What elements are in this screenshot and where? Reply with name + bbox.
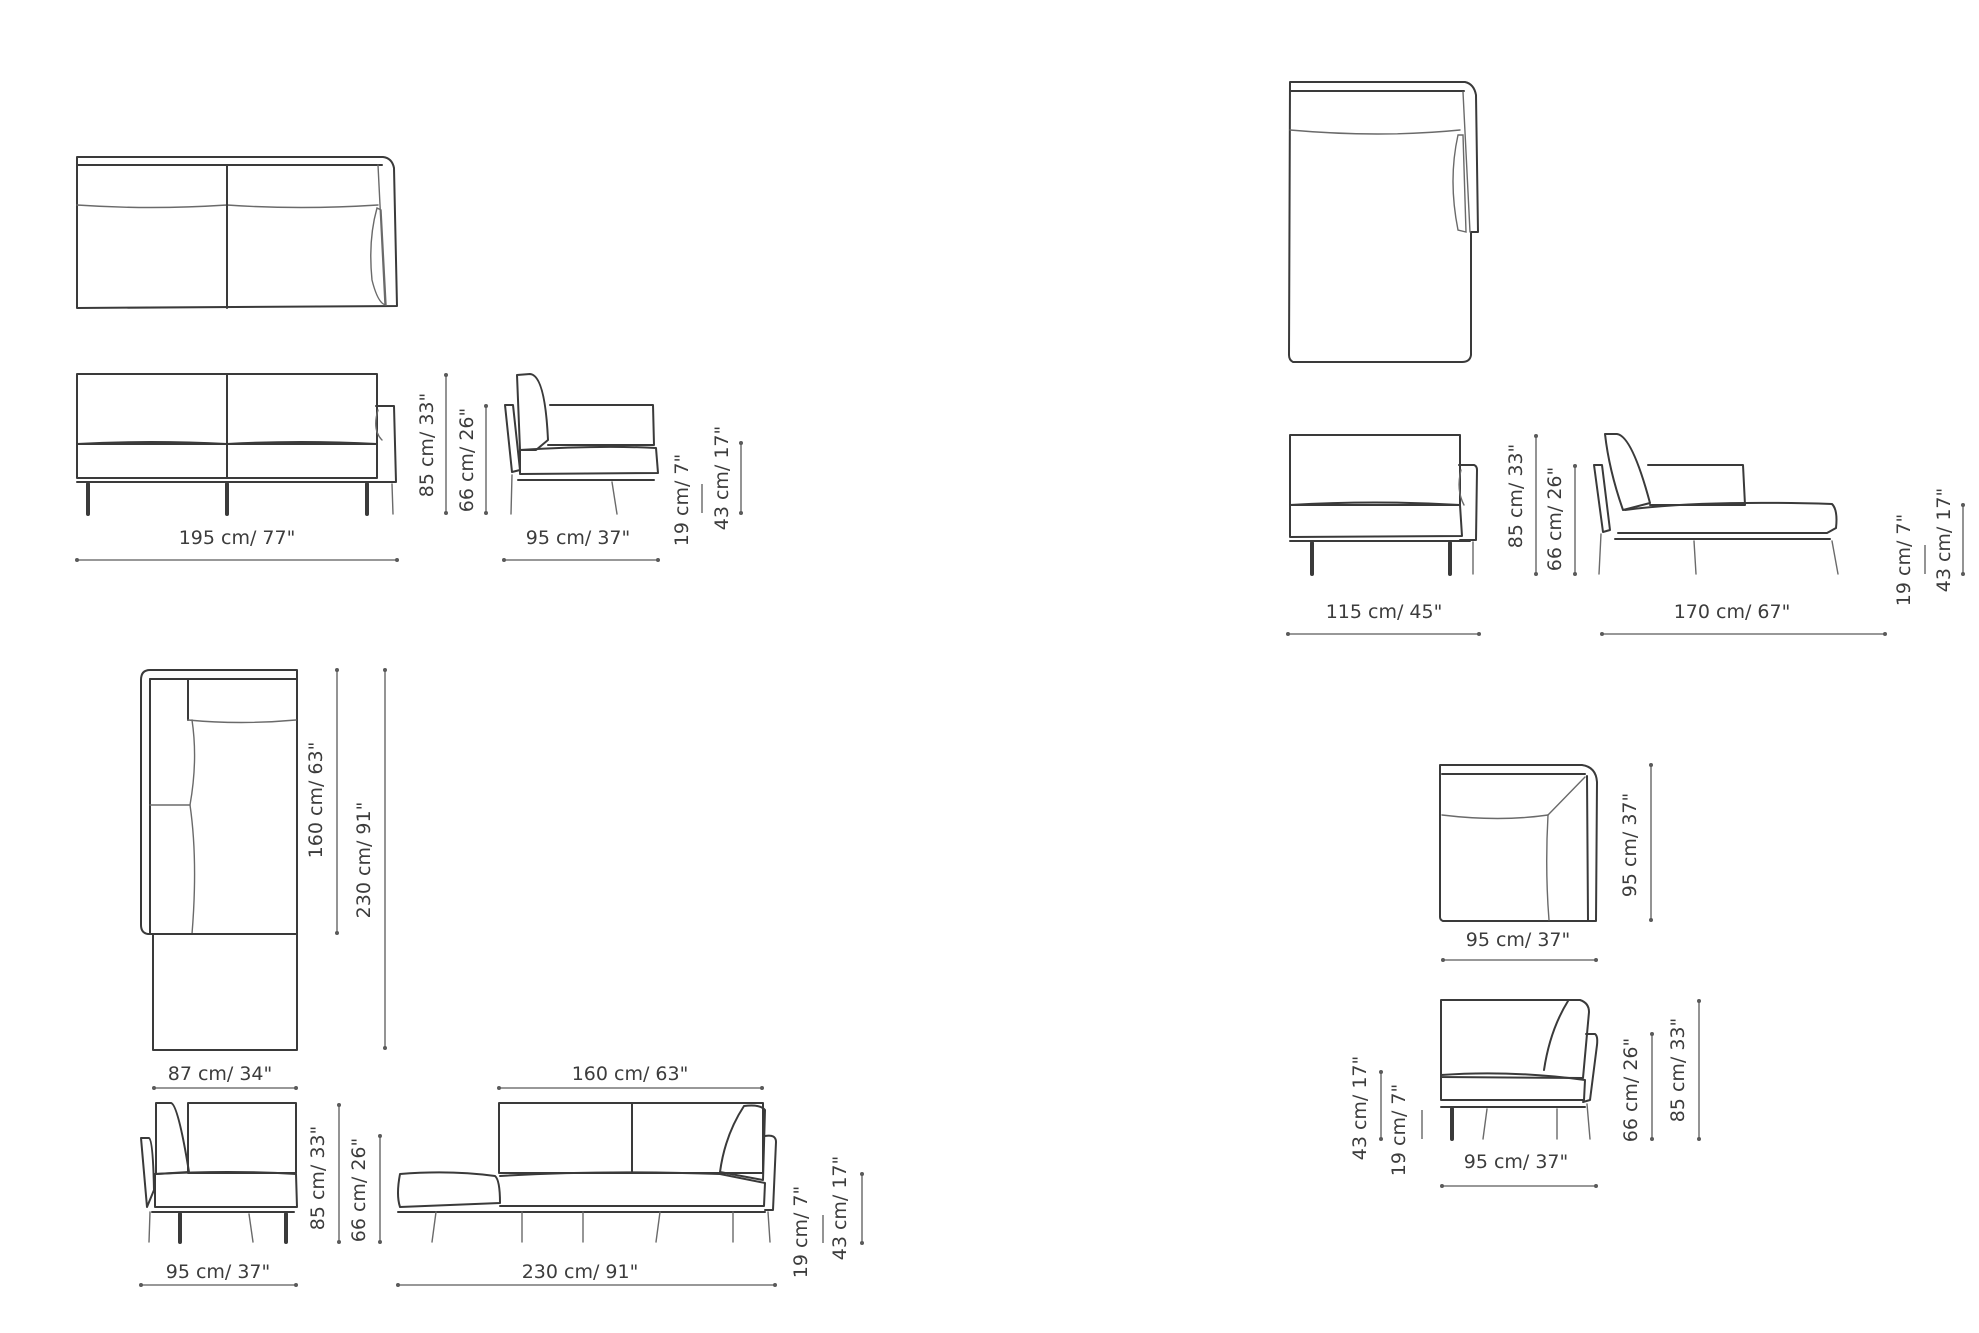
- dim-top-back-length-label: 160 cm/ 63": [305, 742, 327, 859]
- open-end-dimensions: 160 cm/ 63" 230 cm/ 91" 87 cm/ 34" 95 cm…: [139, 668, 864, 1287]
- open-end-top-view: [140, 669, 298, 1051]
- dim-width-label: 195 cm/ 77": [179, 527, 296, 549]
- dim-height-arm-label: 66 cm/ 26": [1544, 467, 1566, 572]
- dim-front-back-width-label: 160 cm/ 63": [572, 1063, 689, 1085]
- module-sofa-2-seat: 195 cm/ 77" 85 cm/ 33" 66 cm/ 26" 95 cm/…: [75, 156, 743, 562]
- dim-depth-label: 170 cm/ 67": [1674, 601, 1791, 623]
- open-end-front-view: [397, 1102, 777, 1243]
- dim-seat-height-label: 43 cm/ 17": [829, 1156, 851, 1261]
- dim-seat-height-label: 43 cm/ 17": [711, 426, 733, 531]
- module-chaise-longue: 115 cm/ 45" 85 cm/ 33" 66 cm/ 26" 170 cm…: [1286, 81, 1965, 636]
- chaise-front-view: [1289, 434, 1478, 576]
- dim-height-total-label: 85 cm/ 33": [416, 393, 438, 498]
- dim-seat-height-label: 43 cm/ 17": [1349, 1056, 1371, 1161]
- chaise-side-view: [1593, 433, 1839, 575]
- dim-front-total-width-label: 230 cm/ 91": [522, 1261, 639, 1283]
- corner-front-view: [1440, 999, 1599, 1141]
- module-corner: 95 cm/ 37" 95 cm/ 37" 95 cm/ 37" 43 cm/ …: [1349, 763, 1701, 1188]
- dim-leg-height-label: 19 cm/ 7": [1388, 1084, 1410, 1176]
- chaise-top-view: [1288, 81, 1479, 363]
- dim-leg-height-label: 19 cm/ 7": [1893, 514, 1915, 606]
- dim-side-depth-label: 95 cm/ 37": [166, 1261, 271, 1283]
- dim-width-label: 115 cm/ 45": [1326, 601, 1443, 623]
- sofa-2-seat-dimensions: 195 cm/ 77" 85 cm/ 33" 66 cm/ 26" 95 cm/…: [75, 373, 743, 562]
- dim-front-width-label: 95 cm/ 37": [1464, 1151, 1569, 1173]
- open-end-side-view: [140, 1102, 298, 1244]
- dim-side-height-total-label: 85 cm/ 33": [307, 1126, 329, 1231]
- dim-top-total-length-label: 230 cm/ 91": [353, 802, 375, 919]
- dim-depth-label: 95 cm/ 37": [526, 527, 631, 549]
- sofa-2-seat-side-view: [504, 373, 659, 515]
- dim-top-width-label: 87 cm/ 34": [168, 1063, 273, 1085]
- corner-dimensions: 95 cm/ 37" 95 cm/ 37" 95 cm/ 37" 43 cm/ …: [1349, 763, 1701, 1188]
- chaise-dimensions: 115 cm/ 45" 85 cm/ 33" 66 cm/ 26" 170 cm…: [1286, 434, 1965, 636]
- sofa-2-seat-front-view: [76, 373, 397, 516]
- dim-seat-height-label: 43 cm/ 17": [1933, 488, 1955, 593]
- dim-top-width-label: 95 cm/ 37": [1466, 929, 1571, 951]
- dim-leg-height-label: 19 cm/ 7": [790, 1186, 812, 1278]
- sofa-2-seat-top-view: [76, 156, 398, 309]
- dim-leg-height-label: 19 cm/ 7": [671, 454, 693, 546]
- dim-height-total-label: 85 cm/ 33": [1667, 1018, 1689, 1123]
- dim-top-depth-label: 95 cm/ 37": [1619, 793, 1641, 898]
- dim-height-total-label: 85 cm/ 33": [1505, 444, 1527, 549]
- module-sofa-open-end: 160 cm/ 63" 230 cm/ 91" 87 cm/ 34" 95 cm…: [139, 668, 864, 1287]
- dim-height-arm-label: 66 cm/ 26": [456, 408, 478, 513]
- dim-height-arm-label: 66 cm/ 26": [1620, 1038, 1642, 1143]
- corner-top-view: [1439, 764, 1598, 922]
- dim-side-height-arm-label: 66 cm/ 26": [348, 1138, 370, 1243]
